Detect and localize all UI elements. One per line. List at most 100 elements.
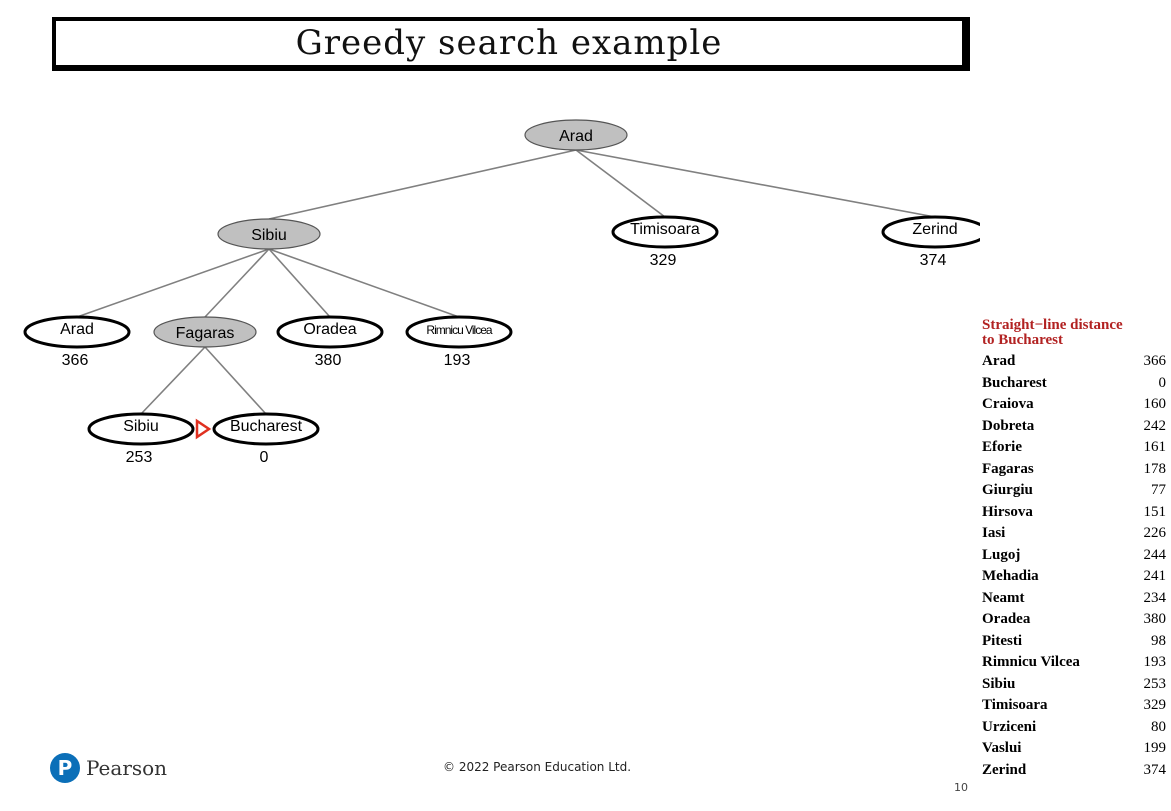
tree-node-heuristic: 253 bbox=[126, 449, 153, 466]
sld-row: Sibiu 253 bbox=[982, 674, 1168, 696]
pearson-wordmark: Pearson bbox=[86, 756, 168, 780]
tree-node-heuristic: 380 bbox=[315, 352, 342, 369]
sld-row: Giurgiu 77 bbox=[982, 480, 1168, 502]
sld-city: Eforie bbox=[982, 439, 1022, 456]
sld-distance: 241 bbox=[1143, 568, 1167, 585]
tree-node-ellipse bbox=[217, 218, 321, 250]
sld-city: Giurgiu bbox=[982, 482, 1033, 499]
sld-city: Vaslui bbox=[982, 740, 1022, 757]
tree-edge-arad-root-sibiu bbox=[268, 149, 577, 220]
tree-node-ellipse bbox=[881, 215, 980, 249]
sld-city: Sibiu bbox=[982, 675, 1016, 692]
tree-node-label: Sibiu bbox=[123, 418, 159, 435]
tree-node-label: Sibiu bbox=[251, 227, 287, 244]
tree-edge-arad-root-zerind bbox=[575, 149, 936, 218]
tree-node-heuristic: 329 bbox=[650, 252, 677, 269]
sld-city: Urziceni bbox=[982, 718, 1037, 735]
tree-node-ellipse bbox=[153, 316, 257, 348]
sld-city: Timisoara bbox=[982, 697, 1048, 714]
tree-node-ellipse bbox=[87, 412, 195, 446]
tree-edge-fagaras-sibiu-leaf bbox=[140, 346, 206, 415]
slide-title-box: Greedy search example bbox=[52, 17, 970, 71]
sld-row: Dobreta 242 bbox=[982, 416, 1168, 438]
tree-node-bucharest: Bucharest 0 bbox=[212, 412, 320, 466]
sld-city: Fagaras bbox=[982, 460, 1034, 477]
tree-edge-arad-root-timisoara bbox=[575, 149, 666, 218]
sld-distance: 242 bbox=[1143, 417, 1167, 434]
sld-city: Rimnicu Vilcea bbox=[982, 654, 1080, 671]
copyright-text: © 2022 Pearson Education Ltd. bbox=[443, 760, 632, 774]
tree-node-label: Rimnicu Vilcea bbox=[426, 323, 492, 337]
tree-edge-sibiu-arad-leaf bbox=[76, 248, 270, 318]
sld-distance: 380 bbox=[1143, 611, 1167, 628]
tree-node-ellipse bbox=[23, 315, 131, 349]
sld-city: Oradea bbox=[982, 611, 1031, 628]
slide-number: 10 bbox=[954, 781, 968, 794]
sld-city: Arad bbox=[982, 353, 1016, 370]
sld-row: Hirsova 151 bbox=[982, 502, 1168, 524]
sld-distance: 80 bbox=[1151, 718, 1166, 735]
tree-node-oradea: Oradea 380 bbox=[276, 315, 384, 369]
sld-row: Mehadia 241 bbox=[982, 566, 1168, 588]
sld-distance: 178 bbox=[1143, 460, 1167, 477]
sld-city: Bucharest bbox=[982, 374, 1047, 391]
tree-edge-sibiu-rimnicu bbox=[268, 248, 460, 318]
sld-row: Eforie 161 bbox=[982, 437, 1168, 459]
sld-distance: 193 bbox=[1143, 654, 1167, 671]
tree-edge-sibiu-fagaras bbox=[204, 248, 270, 318]
sld-city: Dobreta bbox=[982, 417, 1035, 434]
sld-distance: 366 bbox=[1143, 353, 1167, 370]
tree-node-sibiu: Sibiu bbox=[217, 218, 321, 250]
sld-row: Vaslui 199 bbox=[982, 738, 1168, 760]
sld-city: Pitesti bbox=[982, 632, 1022, 649]
sld-row: Oradea 380 bbox=[982, 609, 1168, 631]
sld-distance: 329 bbox=[1143, 697, 1167, 714]
sld-distance: 199 bbox=[1143, 740, 1167, 757]
sld-row: Fagaras 178 bbox=[982, 459, 1168, 481]
pearson-logo: P Pearson bbox=[50, 753, 167, 783]
tree-node-ellipse bbox=[276, 315, 384, 349]
tree-node-ellipse bbox=[611, 215, 719, 249]
sld-distance: 226 bbox=[1143, 525, 1167, 542]
tree-node-heuristic: 0 bbox=[260, 449, 269, 466]
sld-distance: 151 bbox=[1143, 503, 1167, 520]
sld-distance: 77 bbox=[1151, 482, 1166, 499]
tree-node-ellipse bbox=[524, 119, 628, 151]
sld-city: Hirsova bbox=[982, 503, 1033, 520]
slide-title: Greedy search example bbox=[295, 23, 723, 63]
sld-row: Iasi 226 bbox=[982, 523, 1168, 545]
sld-distance: 234 bbox=[1143, 589, 1167, 606]
sld-row: Urziceni 80 bbox=[982, 717, 1168, 739]
sld-heading-line1: Straight−line distance bbox=[982, 317, 1123, 333]
sld-distance: 0 bbox=[1158, 374, 1167, 391]
sld-distance: 160 bbox=[1143, 396, 1167, 413]
sld-city: Mehadia bbox=[982, 568, 1039, 585]
sld-city: Neamt bbox=[982, 589, 1025, 606]
tree-node-heuristic: 374 bbox=[920, 252, 947, 269]
sld-city: Zerind bbox=[982, 761, 1027, 778]
tree-node-label: Timisoara bbox=[630, 221, 700, 238]
tree-node-label: Bucharest bbox=[230, 418, 303, 435]
straight-line-distance-table: Straight−line distance to Bucharest Arad… bbox=[982, 318, 1168, 781]
tree-node-heuristic: 193 bbox=[444, 352, 471, 369]
sld-heading-line2: to Bucharest bbox=[982, 332, 1063, 348]
tree-node-heuristic: 366 bbox=[62, 352, 89, 369]
sld-distance: 161 bbox=[1143, 439, 1167, 456]
tree-node-fagaras: Fagaras bbox=[153, 316, 257, 348]
sld-distance: 244 bbox=[1143, 546, 1167, 563]
tree-node-ellipse bbox=[212, 412, 320, 446]
sld-row: Craiova 160 bbox=[982, 394, 1168, 416]
sld-distance: 253 bbox=[1143, 675, 1167, 692]
sld-row: Arad 366 bbox=[982, 351, 1168, 373]
tree-node-label: Arad bbox=[559, 128, 593, 145]
sld-city: Craiova bbox=[982, 396, 1034, 413]
sld-row: Rimnicu Vilcea 193 bbox=[982, 652, 1168, 674]
sld-city: Iasi bbox=[982, 525, 1006, 542]
tree-node-timisoara: Timisoara 329 bbox=[611, 215, 719, 269]
tree-node-label: Oradea bbox=[303, 321, 356, 338]
